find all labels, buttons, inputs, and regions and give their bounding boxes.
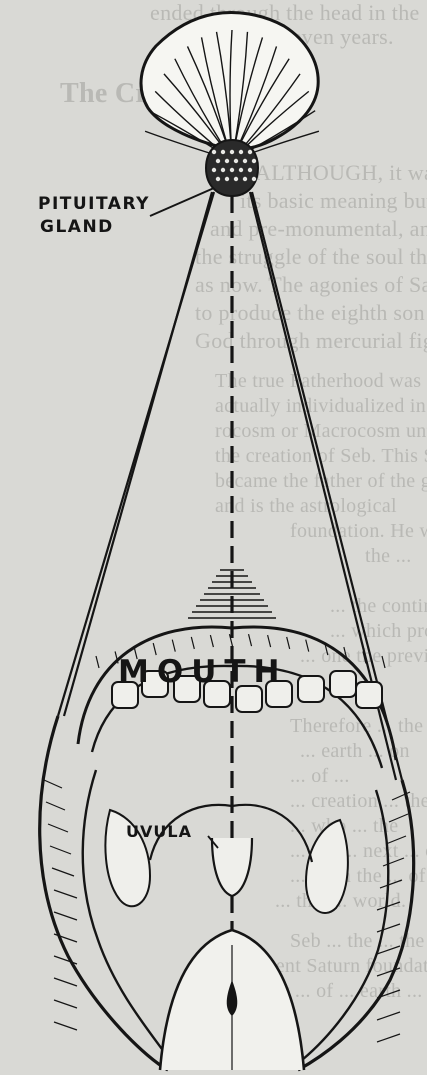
- gland-dot: [212, 150, 216, 154]
- gland-dot: [243, 159, 247, 163]
- lip-hatch: [54, 1022, 77, 1030]
- lip-hatch: [96, 656, 99, 668]
- gland-dot: [243, 177, 247, 181]
- lip-hatch: [50, 846, 71, 854]
- uvula-label: UVULA: [126, 822, 192, 841]
- lip-hatch: [377, 968, 400, 976]
- mouth-drawing: [40, 627, 414, 1070]
- upper-tooth: [356, 682, 382, 708]
- gland-dot: [248, 168, 252, 172]
- gland-dot: [234, 159, 238, 163]
- lip-hatch: [44, 780, 62, 788]
- lip-hatch: [386, 836, 406, 844]
- gland-dot: [221, 150, 225, 154]
- gland-dot: [212, 168, 216, 172]
- mouth-label: MOUTH: [118, 654, 287, 690]
- lip-hatch: [377, 1034, 400, 1042]
- upper-tooth: [330, 671, 356, 697]
- lip-hatch: [46, 802, 65, 810]
- gland-dot: [225, 177, 229, 181]
- lip-hatch: [52, 868, 74, 876]
- pituitary-gland-label: GLAND: [40, 217, 114, 237]
- gland-dot: [216, 159, 220, 163]
- lip-hatch: [54, 978, 77, 986]
- gland-dot: [230, 150, 234, 154]
- lip-hatch: [172, 640, 175, 652]
- lip-hatch: [382, 656, 385, 668]
- lip-hatch: [210, 635, 213, 647]
- lip-hatch: [383, 858, 404, 866]
- lip-hatch: [306, 640, 309, 652]
- gland-dot: [239, 168, 243, 172]
- gland-dot: [248, 150, 252, 154]
- lip-hatch: [380, 880, 402, 888]
- lip-hatch: [377, 1012, 400, 1020]
- lip-hatch: [268, 635, 271, 647]
- lip-hatch: [377, 924, 400, 932]
- pituitary-gland-drawing: [141, 13, 319, 197]
- lip-hatch: [191, 637, 194, 649]
- lip-hatch: [48, 824, 68, 832]
- gland-dot: [239, 150, 243, 154]
- lip-hatch: [249, 634, 252, 646]
- lip-hatch: [54, 934, 77, 942]
- lip-hatch: [377, 902, 400, 910]
- upper-tooth: [298, 676, 324, 702]
- gland-dot: [216, 177, 220, 181]
- gland-dot: [221, 168, 225, 172]
- lip-hatch: [54, 956, 77, 964]
- lip-hatch: [287, 637, 290, 649]
- lip-hatch: [54, 1000, 77, 1008]
- lip-hatch: [377, 946, 400, 954]
- gland-dot: [234, 177, 238, 181]
- pituitary-pointer-line: [150, 188, 214, 216]
- pituitary-gland-label: PITUITARY: [38, 194, 150, 214]
- gland-dot: [230, 168, 234, 172]
- gland-dot: [252, 159, 256, 163]
- lip-hatch: [389, 814, 408, 822]
- lip-hatch: [54, 890, 77, 898]
- lip-hatch: [54, 912, 77, 920]
- gland-dot: [225, 159, 229, 163]
- gland-dot: [252, 177, 256, 181]
